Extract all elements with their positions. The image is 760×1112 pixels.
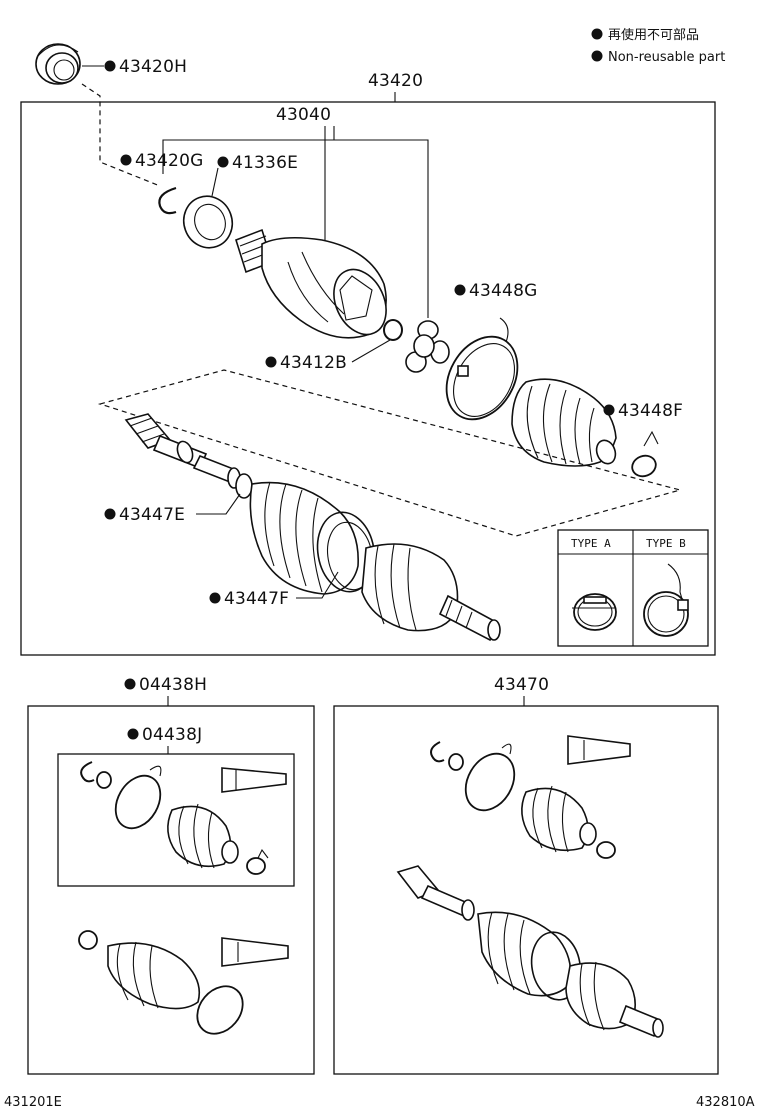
legend: 再使用不可部品 Non-reusable part <box>591 27 725 65</box>
non-reusable-dot-icon <box>124 678 136 690</box>
kit-outer-parts[interactable] <box>78 930 289 1043</box>
non-reusable-dot-icon <box>209 592 221 604</box>
legend-jp-text: 再使用不可部品 <box>608 27 699 43</box>
part-outer-joint[interactable] <box>361 543 501 642</box>
part-tripod-snap-ring[interactable] <box>383 319 403 341</box>
non-reusable-dot-icon <box>454 284 466 296</box>
label-43412B: 43412B <box>280 353 347 373</box>
label-43470: 43470 <box>494 675 549 695</box>
inner-kit-outline <box>97 369 683 537</box>
label-04438H: 04438H <box>139 675 207 695</box>
non-reusable-dot-icon <box>265 356 277 368</box>
label-41336E: 41336E <box>232 153 298 173</box>
legend-dot-icon <box>591 50 603 62</box>
kit-43470-frame <box>333 705 719 1075</box>
footer-left-code: 431201E <box>4 1095 62 1110</box>
part-inner-boot[interactable] <box>511 378 619 467</box>
clamp-type-inset: TYPE A TYPE B <box>557 529 709 647</box>
label-04438J: 04438J <box>142 725 202 745</box>
label-43420: 43420 <box>368 71 423 91</box>
non-reusable-dot-icon <box>120 154 132 166</box>
non-reusable-dot-icon <box>104 508 116 520</box>
footer-right-code: 432810A <box>696 1095 755 1110</box>
label-43448F: 43448F <box>618 401 683 421</box>
legend-en-text: Non-reusable part <box>608 50 725 65</box>
label-43448G: 43448G <box>469 281 537 301</box>
kit-04438H-frame <box>27 705 315 1075</box>
part-boot-clamp-small[interactable] <box>629 430 659 480</box>
label-43420G: 43420G <box>135 151 203 171</box>
kit-inner-parts[interactable] <box>80 761 287 875</box>
part-snap-ring[interactable] <box>158 186 177 215</box>
assembly-43420-frame <box>20 101 716 656</box>
label-43447E: 43447E <box>119 505 185 525</box>
part-outer-boot[interactable] <box>249 481 380 596</box>
non-reusable-dot-icon <box>603 404 615 416</box>
clamp-type-a-icon <box>572 593 617 631</box>
clamp-type-b-icon <box>643 563 689 637</box>
type-b-label: TYPE B <box>646 537 686 550</box>
non-reusable-dot-icon <box>217 156 229 168</box>
non-reusable-dot-icon <box>127 728 139 740</box>
part-dust-deflector[interactable] <box>177 189 240 254</box>
label-43420H: 43420H <box>119 57 187 77</box>
kit-43470-parts[interactable] <box>396 735 664 1038</box>
legend-dot-icon <box>591 28 603 40</box>
kit-04438J-frame <box>57 753 295 887</box>
part-inner-joint-housing[interactable] <box>235 228 396 343</box>
part-drive-shaft[interactable] <box>124 413 253 499</box>
part-outer-seal[interactable] <box>35 43 81 85</box>
non-reusable-dot-icon <box>104 60 116 72</box>
type-a-label: TYPE A <box>571 537 611 550</box>
part-tripod-joint[interactable] <box>405 320 450 373</box>
label-43447F: 43447F <box>224 589 289 609</box>
label-43040: 43040 <box>276 105 331 125</box>
part-boot-clamp-large[interactable] <box>432 317 531 432</box>
